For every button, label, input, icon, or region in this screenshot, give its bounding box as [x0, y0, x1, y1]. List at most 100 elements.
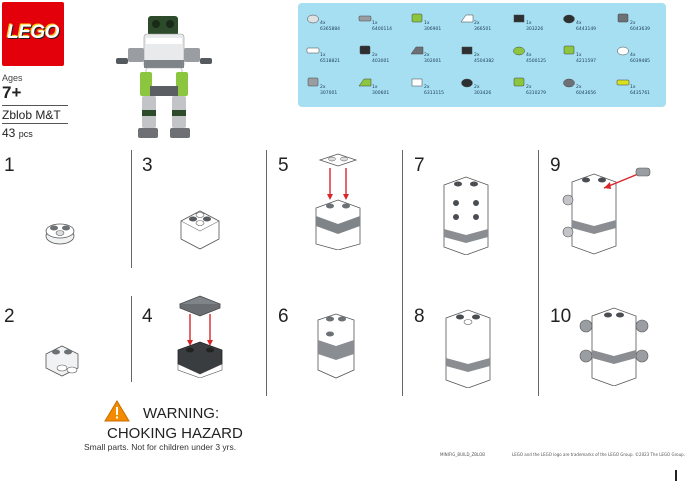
- part-id: 6400114: [372, 27, 393, 32]
- hero-model-image: [116, 16, 212, 138]
- part-id: 6043656: [576, 91, 597, 96]
- part-icon: [358, 15, 372, 22]
- step-number-4: 4: [142, 306, 153, 327]
- part-icon: [460, 14, 474, 23]
- part-id: 306901: [424, 27, 442, 32]
- part-quantity: 1x: [320, 53, 326, 58]
- part-id: 366501: [474, 27, 492, 32]
- part-icon: [358, 78, 372, 87]
- part-quantity: 2x: [372, 53, 378, 58]
- step-divider: [131, 150, 132, 268]
- part-id: 303226: [526, 27, 544, 32]
- part-id: 403001: [372, 59, 390, 64]
- lego-logo-text: LEGO: [7, 22, 59, 43]
- part-quantity: 2x: [474, 21, 480, 26]
- part-id: 303426: [474, 91, 492, 96]
- step-number-1: 1: [4, 155, 15, 176]
- part-quantity: 1x: [372, 85, 378, 90]
- step-divider: [538, 150, 539, 396]
- step-10-image: [579, 307, 649, 386]
- piece-count-value: 43: [2, 126, 16, 140]
- part-quantity: 2x: [424, 53, 430, 58]
- part-quantity: 1x: [526, 21, 532, 26]
- part-quantity: 4x: [320, 21, 326, 26]
- page-marker: [675, 470, 677, 481]
- step-number-6: 6: [278, 306, 289, 327]
- part-id: 6043639: [630, 27, 651, 32]
- part-quantity: 2x: [526, 85, 532, 90]
- warning-icon: [104, 400, 130, 422]
- step-number-10: 10: [550, 306, 572, 327]
- part-quantity: 2x: [474, 53, 480, 58]
- step-divider: [131, 296, 132, 382]
- part-icon: [617, 46, 629, 56]
- warning-title: WARNING:: [143, 405, 220, 422]
- part-id: 302001: [424, 59, 442, 64]
- warning-note: Small parts. Not for children under 3 yr…: [84, 442, 237, 452]
- part-id: 4500125: [526, 59, 547, 64]
- part-quantity: 2x: [576, 85, 582, 90]
- part-icon: [563, 14, 575, 24]
- product-name: Zblob M&T: [2, 108, 61, 122]
- part-icon: [513, 46, 525, 56]
- part-icon: [307, 14, 319, 24]
- part-quantity: 2x: [424, 85, 430, 90]
- part-icon: [563, 45, 575, 55]
- part-id: 6365884: [320, 27, 341, 32]
- step-number-3: 3: [142, 155, 153, 176]
- meta-divider: [2, 123, 68, 124]
- part-icon: [461, 46, 473, 55]
- part-quantity: 1x: [372, 21, 378, 26]
- part-id: 6039485: [630, 59, 651, 64]
- part-quantity: 2x: [630, 21, 636, 26]
- part-icon: [411, 78, 423, 87]
- part-id: 4211597: [576, 59, 597, 64]
- lego-logo: LEGO: [2, 2, 64, 66]
- step-divider: [266, 150, 267, 396]
- step-1-image: [45, 223, 75, 245]
- part-icon: [461, 78, 473, 88]
- step-3-image: [180, 210, 220, 250]
- step-number-8: 8: [414, 306, 425, 327]
- part-quantity: 2x: [474, 85, 480, 90]
- step-number-9: 9: [550, 155, 561, 176]
- warning-subtitle: CHOKING HAZARD: [107, 425, 243, 442]
- part-id: 6313115: [424, 91, 445, 96]
- step-number-5: 5: [278, 155, 289, 176]
- step-2-image: [45, 345, 79, 377]
- part-id: 6518821: [320, 59, 341, 64]
- part-id: 307001: [320, 91, 338, 96]
- piece-count-unit: pcs: [18, 129, 33, 139]
- footer-code: MINIFIG_BUILD_ZBLOB: [440, 452, 486, 457]
- step-9-image: [562, 167, 651, 255]
- part-id: 6310279: [526, 91, 547, 96]
- ages-label: Ages: [2, 73, 23, 83]
- meta-divider: [2, 105, 68, 106]
- step-6-image: [317, 313, 355, 379]
- step-number-2: 2: [4, 306, 15, 327]
- part-quantity: 4x: [630, 53, 636, 58]
- part-icon: [616, 79, 630, 86]
- part-id: 4504382: [474, 59, 495, 64]
- footer-legal: LEGO and the LEGO logo are trademarks of…: [512, 452, 685, 457]
- part-icon: [411, 13, 423, 23]
- age-value: 7+: [2, 83, 22, 102]
- step-number-7: 7: [414, 155, 425, 176]
